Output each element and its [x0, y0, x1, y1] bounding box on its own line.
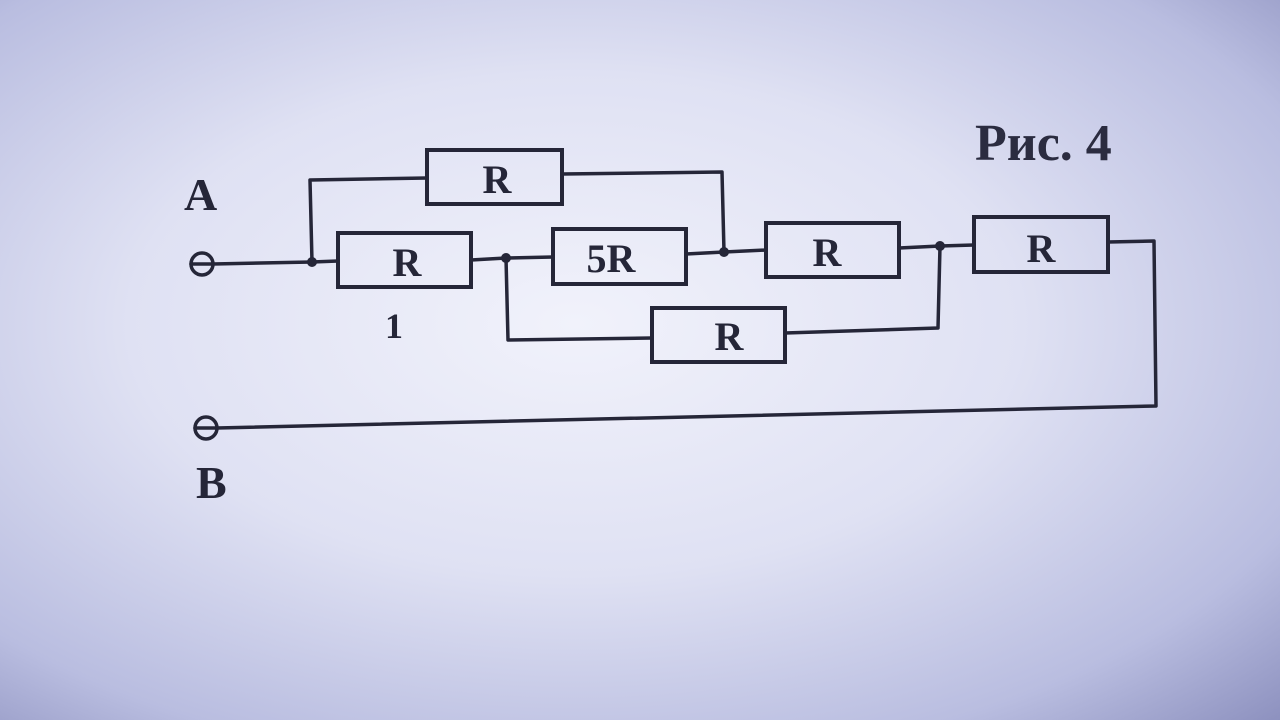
svg-text:R: R	[813, 230, 843, 275]
resistor-middle: R	[764, 221, 901, 279]
resistor-right: R	[972, 215, 1110, 274]
terminal-a-label: A	[184, 169, 217, 220]
wires	[211, 170, 1158, 430]
junctions	[307, 241, 945, 267]
junction-node-2	[501, 253, 511, 263]
resistor-bottom: R	[650, 306, 787, 364]
terminal-b-label: B	[196, 457, 227, 508]
terminal-b	[193, 415, 219, 441]
resistor-1-index-label: 1	[385, 306, 403, 346]
svg-text:R: R	[1027, 226, 1057, 271]
resistor-1: R	[336, 231, 473, 289]
figure-caption: Рис. 4	[975, 115, 1112, 172]
resistor-5r: 5R	[551, 227, 688, 286]
svg-text:R: R	[483, 157, 513, 202]
junction-node-1	[307, 257, 317, 267]
svg-text:R: R	[393, 240, 423, 285]
resistor-top: R	[425, 148, 564, 206]
svg-text:5R: 5R	[587, 236, 637, 281]
junction-node-3	[719, 247, 729, 257]
junction-node-4	[935, 241, 945, 251]
svg-text:R: R	[715, 314, 745, 359]
terminal-a	[189, 251, 215, 277]
